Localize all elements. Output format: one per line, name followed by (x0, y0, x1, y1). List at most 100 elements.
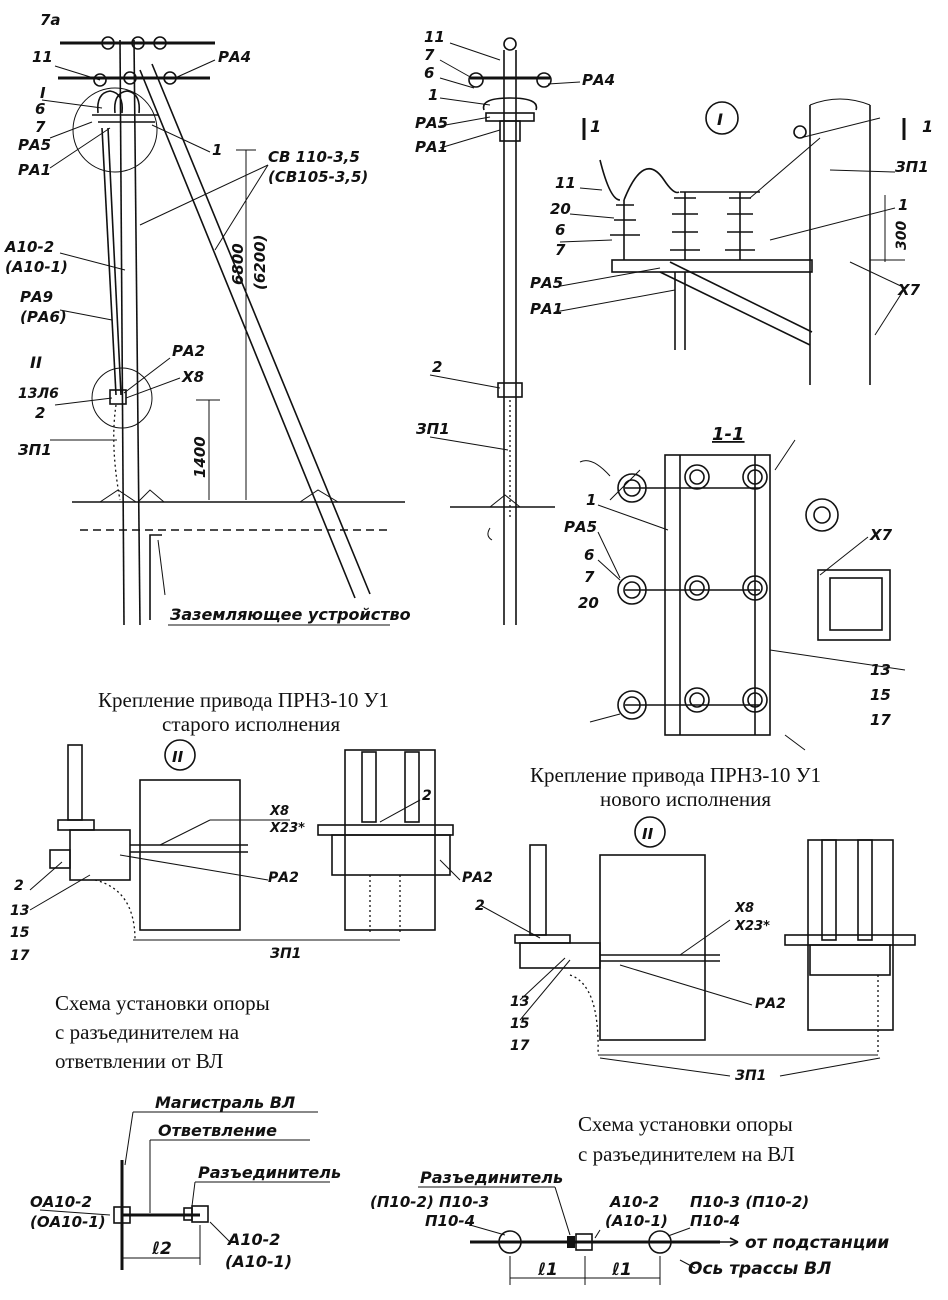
label-11: 11 (32, 48, 53, 66)
caption-new-drive-1: Крепление привода ПРНЗ-10 У1 (530, 763, 821, 787)
label-ra4: РА4 (218, 48, 251, 66)
dIIo-marker: II (172, 748, 184, 766)
scheme-line: Разъединитель (П10-2) П10-3 П10-4 А10-2 … (370, 1168, 889, 1285)
insulator-row-top (617, 464, 768, 503)
fv-label-2: 2 (432, 358, 442, 376)
front-view-pole: 11 7 6 1 РА5 РА1 РА4 2 ЗП1 (415, 28, 615, 625)
label-ra1: РА1 (18, 161, 51, 179)
label-x8: Х8 (181, 368, 204, 386)
sb-disconnector: Разъединитель (198, 1163, 341, 1182)
side-view-pole: 7а 11 I 6 7 РА5 РА1 РА4 1 СВ 110-3,5 (СВ… (4, 11, 411, 626)
insulator-row-mid (617, 575, 768, 605)
dIIn-marker: II (642, 825, 654, 843)
label-1: 1 (212, 141, 222, 159)
s11-label-6: 6 (584, 546, 594, 564)
sl-l1a: ℓ1 (537, 1260, 558, 1280)
sl-from-substation: от подстанции (745, 1233, 889, 1253)
dI-label-x7: Х7 (897, 281, 921, 299)
detail-I-marker: I (717, 110, 723, 129)
fv-label-ra4: РА4 (582, 71, 615, 89)
fv-label-ra1: РА1 (415, 138, 448, 156)
cut-left: 1 (590, 117, 601, 136)
s11-label-7: 7 (584, 568, 595, 586)
dim-1400: 1400 (191, 436, 209, 478)
dIIn-label-2: 2 (475, 898, 485, 914)
dI-label-11: 11 (555, 174, 576, 192)
caption-line-2: с разъединителем на ВЛ (578, 1142, 795, 1166)
label-ra2: РА2 (172, 342, 205, 360)
label-II: II (30, 353, 42, 372)
sb-branch: Ответвление (158, 1121, 277, 1140)
label-ra6: (РА6) (20, 308, 67, 326)
caption-branch-3: ответвлении от ВЛ (55, 1049, 223, 1073)
detail-I: I 1 1 (530, 98, 933, 385)
sl-p10-left1: (П10-2) П10-3 (370, 1193, 489, 1211)
detail-II-new: II 2 Х8 Х23* РА2 13 15 17 ЗП1 (475, 816, 916, 1084)
dIIn-label-zp1: ЗП1 (735, 1068, 766, 1084)
sl-p10-right1: П10-3 (П10-2) (690, 1193, 809, 1211)
s11-label-17: 17 (870, 711, 891, 729)
dIIn-label-17: 17 (510, 1038, 530, 1054)
fv-label-7: 7 (424, 46, 435, 64)
dI-label-7: 7 (555, 241, 566, 259)
cut-right: 1 (922, 117, 933, 136)
label-2: 2 (35, 404, 45, 422)
s11-label-13: 13 (870, 661, 891, 679)
fv-label-zp1: ЗП1 (416, 420, 450, 438)
dIIo-label-ra2: РА2 (268, 870, 299, 886)
caption-line-1: Схема установки опоры (578, 1112, 793, 1136)
sl-p10-left2: П10-4 (425, 1212, 475, 1230)
caption-old-drive-2: старого исполнения (162, 712, 340, 736)
dI-label-ra5: РА5 (530, 274, 563, 292)
fv-label-11: 11 (424, 28, 445, 46)
caption-branch-1: Схема установки опоры (55, 991, 270, 1015)
insulator-row-bottom (617, 687, 768, 720)
dI-label-20: 20 (550, 200, 571, 218)
dim-6800: 6800 (229, 243, 247, 285)
caption-old-drive-1: Крепление привода ПРНЗ-10 У1 (98, 688, 389, 712)
sb-l2: ℓ2 (151, 1239, 172, 1259)
s11-label-15: 15 (870, 686, 891, 704)
dIIo-label-13: 13 (10, 903, 29, 919)
dIIo-label-ra2b: РА2 (462, 870, 493, 886)
s11-label-20: 20 (578, 594, 599, 612)
detail-II-old: II Х8 Х23* РА2 2 13 15 17 ЗП1 2 РА2 (10, 739, 493, 964)
dIIn-label-x23: Х23* (734, 919, 770, 934)
sl-a10: А10-2 (609, 1193, 659, 1211)
dIIn-label-15: 15 (510, 1016, 530, 1032)
dI-label-ra1: РА1 (530, 300, 563, 318)
fv-label-6: 6 (424, 64, 434, 82)
sl-a10-alt: (А10-1) (605, 1212, 668, 1230)
label-ra5: РА5 (18, 136, 51, 154)
dim-6200: (6200) (251, 235, 269, 290)
label-ground-device: Заземляющее устройство (169, 605, 411, 624)
sl-p10-right2: П10-4 (690, 1212, 740, 1230)
sb-oa10: ОА10-2 (30, 1193, 92, 1211)
dI-label-zp1: ЗП1 (895, 158, 929, 176)
dIIo-label-x23: Х23* (269, 821, 305, 836)
label-a10-alt: (А10-1) (5, 258, 68, 276)
sl-l1b: ℓ1 (611, 1260, 632, 1280)
section-1-1: 1-1 1 РА5 (564, 424, 906, 751)
dIIo-label-15: 15 (10, 925, 30, 941)
sb-a10-alt: (А10-1) (225, 1252, 292, 1271)
dI-label-1: 1 (898, 196, 908, 214)
label-ra9: РА9 (20, 288, 53, 306)
dIIo-label-zp1: ЗП1 (270, 946, 301, 962)
label-zp1: ЗП1 (18, 441, 52, 459)
label-6: 6 (35, 100, 45, 118)
dIIn-label-13: 13 (510, 994, 529, 1010)
s11-label-ra5: РА5 (564, 518, 597, 536)
dI-dim-300: 300 (894, 221, 910, 250)
label-7: 7 (35, 118, 46, 136)
sl-axis: Ось трассы ВЛ (688, 1259, 831, 1279)
s11-label-1: 1 (586, 491, 596, 509)
label-sv110: СВ 110-3,5 (268, 148, 360, 166)
sb-a10: А10-2 (226, 1230, 280, 1249)
dIIo-label-2: 2 (14, 878, 24, 894)
fv-label-ra5: РА5 (415, 114, 448, 132)
dIIn-label-x8: Х8 (734, 901, 754, 916)
dIIo-label-2b: 2 (422, 788, 432, 804)
